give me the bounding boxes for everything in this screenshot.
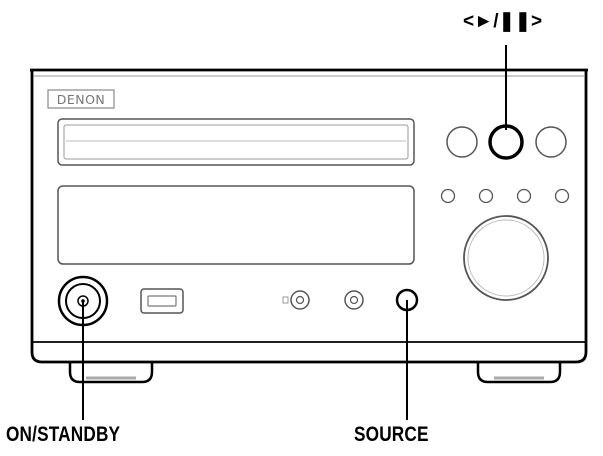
play-pause-callout-label: <►/❚❚> bbox=[463, 11, 543, 32]
small-button-row bbox=[440, 188, 570, 204]
volume-knob bbox=[463, 215, 549, 301]
left-foot bbox=[68, 358, 154, 384]
left-transport-button bbox=[446, 126, 478, 158]
display-window bbox=[57, 185, 415, 265]
headphone-jack bbox=[282, 290, 310, 310]
source-callout-label: SOURCE bbox=[354, 423, 429, 446]
brand-logo: DENON bbox=[47, 89, 115, 109]
audio-jack bbox=[344, 290, 364, 310]
play-pause-button bbox=[488, 124, 524, 160]
on-standby-callout-label: ON/STANDBY bbox=[6, 423, 121, 446]
disc-slot bbox=[57, 118, 415, 166]
usb-port bbox=[140, 288, 184, 314]
right-foot bbox=[476, 358, 562, 384]
right-transport-button bbox=[535, 126, 567, 158]
brand-logo-text: DENON bbox=[57, 92, 106, 107]
